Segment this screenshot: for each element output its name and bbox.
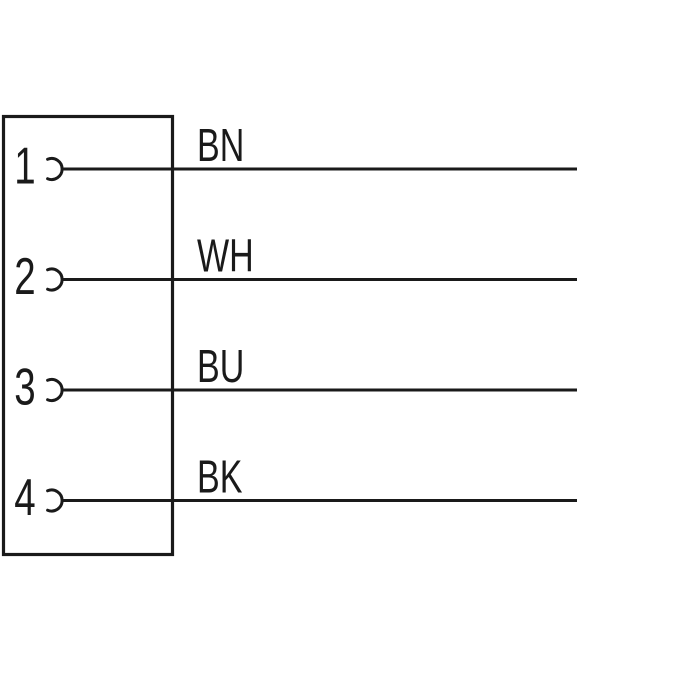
pin-number: 3 xyxy=(14,358,35,416)
pin-row-3: 3 BU xyxy=(14,340,577,416)
wire-color-label: WH xyxy=(197,229,254,281)
wire-color-label: BK xyxy=(197,450,242,502)
wire-color-label: BN xyxy=(197,119,244,171)
pin-row-4: 4 BK xyxy=(14,450,577,526)
pin-contact-arc xyxy=(46,378,64,402)
pin-row-2: 2 WH xyxy=(14,229,577,305)
pin-row-1: 1 BN xyxy=(14,119,577,195)
pin-contact-arc xyxy=(46,488,64,513)
pin-number: 4 xyxy=(14,468,35,526)
pin-contact-arc xyxy=(46,157,64,181)
pin-contact-arc xyxy=(46,267,64,292)
pin-number: 2 xyxy=(14,247,35,305)
connector-body xyxy=(1,114,175,557)
pin-number: 1 xyxy=(14,137,35,195)
wire-color-label: BU xyxy=(197,340,244,392)
